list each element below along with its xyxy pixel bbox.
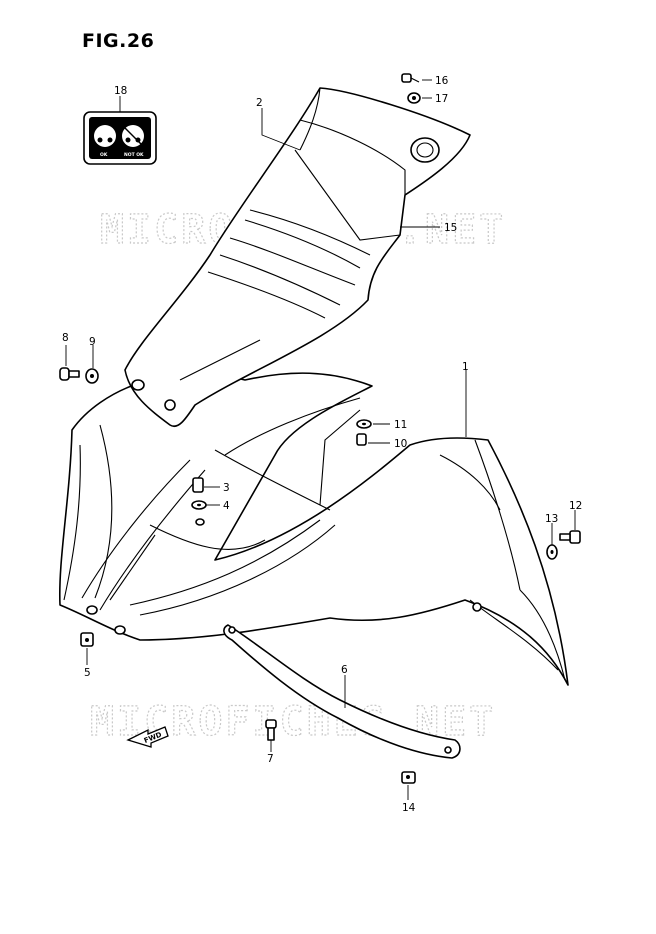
nut-14 — [401, 771, 416, 784]
bolt-12 — [559, 530, 581, 544]
callout-17: 17 — [435, 93, 448, 105]
callout-15: 15 — [444, 222, 457, 234]
bracket-part — [223, 624, 461, 759]
washer-13 — [546, 544, 558, 560]
bolt-10 — [356, 433, 367, 446]
callout-11: 11 — [394, 419, 407, 431]
callout-8: 8 — [62, 332, 69, 344]
washer-4 — [191, 500, 207, 510]
callout-9: 9 — [89, 336, 96, 348]
callout-1: 1 — [462, 361, 469, 373]
callout-5: 5 — [84, 667, 91, 679]
callout-7: 7 — [267, 753, 274, 765]
washer-17 — [407, 92, 421, 104]
grommet-9 — [85, 368, 99, 384]
callout-10: 10 — [394, 438, 407, 450]
bolt-3 — [192, 477, 204, 493]
leader-lines — [65, 79, 576, 800]
upper-cover-part — [124, 87, 471, 427]
washer-11 — [356, 419, 372, 429]
callout-13: 13 — [545, 513, 558, 525]
callout-4: 4 — [223, 500, 230, 512]
caution-decal-18: OK NOT OK — [83, 111, 157, 165]
callout-16: 16 — [435, 75, 449, 87]
callout-2: 2 — [256, 97, 263, 109]
callout-14: 14 — [402, 802, 416, 814]
decal-not-ok-text: NOT OK — [124, 152, 144, 158]
decal-ok-text: OK — [100, 152, 108, 158]
bolt-7 — [265, 719, 277, 741]
figure-title: FIG.26 — [82, 30, 155, 52]
bolt-8 — [59, 367, 80, 381]
front-fender-part — [58, 372, 569, 686]
clip-5 — [80, 632, 94, 647]
callout-3: 3 — [223, 482, 230, 494]
callout-labels: 18 2 16 17 15 8 9 1 11 10 3 4 12 13 5 6 … — [62, 75, 582, 814]
callout-12: 12 — [569, 500, 582, 512]
screw-16 — [401, 73, 420, 83]
callout-18: 18 — [114, 85, 127, 97]
callout-6: 6 — [341, 664, 348, 676]
